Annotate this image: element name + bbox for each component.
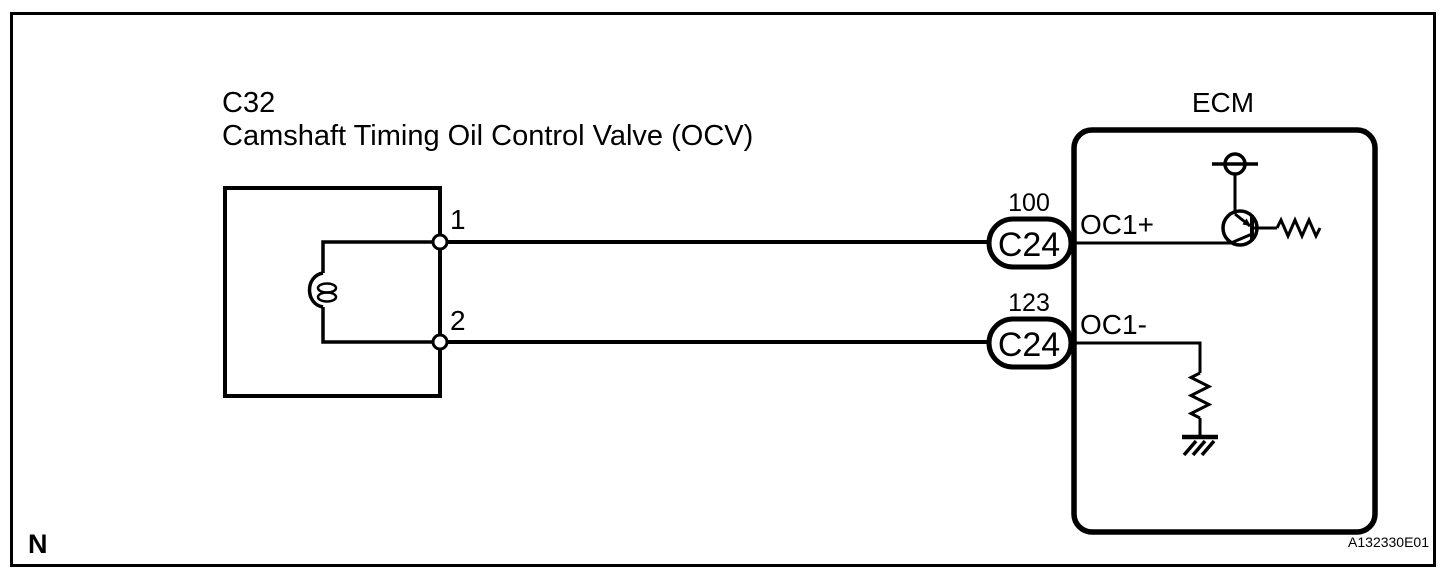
ecm-title: ECM xyxy=(1192,87,1254,118)
terminal2-connector-oval xyxy=(986,316,1074,370)
footer-note: N xyxy=(28,529,48,559)
terminal2-connector-label: C24 xyxy=(998,326,1060,364)
ocv-box xyxy=(223,186,442,398)
coil-loop-1 xyxy=(316,282,338,294)
coil-loop-2 xyxy=(316,291,338,303)
ocv-pin1-terminal xyxy=(431,233,449,251)
ground-slash-2 xyxy=(1191,439,1207,457)
ground-slash-1 xyxy=(1200,439,1216,457)
terminal2-pin-number: 123 xyxy=(1008,289,1050,317)
ground-slash-3 xyxy=(1182,439,1198,457)
oc1-minus-internal-wire xyxy=(1076,341,1202,373)
ocv-pin2-terminal xyxy=(431,333,449,351)
terminal2-signal-label: OC1- xyxy=(1080,309,1147,340)
resistor-vertical-icon xyxy=(1187,371,1213,420)
coil-lead-top xyxy=(321,240,440,273)
terminal1-signal-label: OC1+ xyxy=(1080,209,1154,240)
ecm-oc1-plus-circuit xyxy=(1076,152,1322,247)
ocv-title: Camshaft Timing Oil Control Valve (OCV) xyxy=(222,120,753,152)
ecm-terminal-2: 123 C24 OC1- xyxy=(986,289,1147,370)
page-border xyxy=(10,12,1436,567)
transistor-emitter-leg xyxy=(1230,232,1253,245)
coil-icon xyxy=(307,271,324,309)
ocv-coil-circuit xyxy=(307,240,440,344)
ocv-pin2-label: 2 xyxy=(450,305,466,336)
ecm-terminal-1: 100 C24 OC1+ xyxy=(986,189,1154,270)
ground-icon xyxy=(1182,434,1218,457)
transistor-arrow xyxy=(1242,218,1251,226)
ecm-box xyxy=(1071,127,1378,535)
terminal1-connector-oval xyxy=(986,216,1074,270)
ocv-connector-id: C32 xyxy=(222,87,275,119)
terminal1-connector-label: C24 xyxy=(998,226,1060,264)
terminal1-pin-number: 100 xyxy=(1008,189,1050,217)
ecm-oc1-minus-circuit xyxy=(1076,341,1218,457)
resistor-horizontal-icon xyxy=(1275,216,1322,240)
figure-code: A132330E01 xyxy=(1348,534,1429,550)
ocv-pin1-label: 1 xyxy=(450,204,466,235)
coil-lead-bottom xyxy=(321,307,440,344)
